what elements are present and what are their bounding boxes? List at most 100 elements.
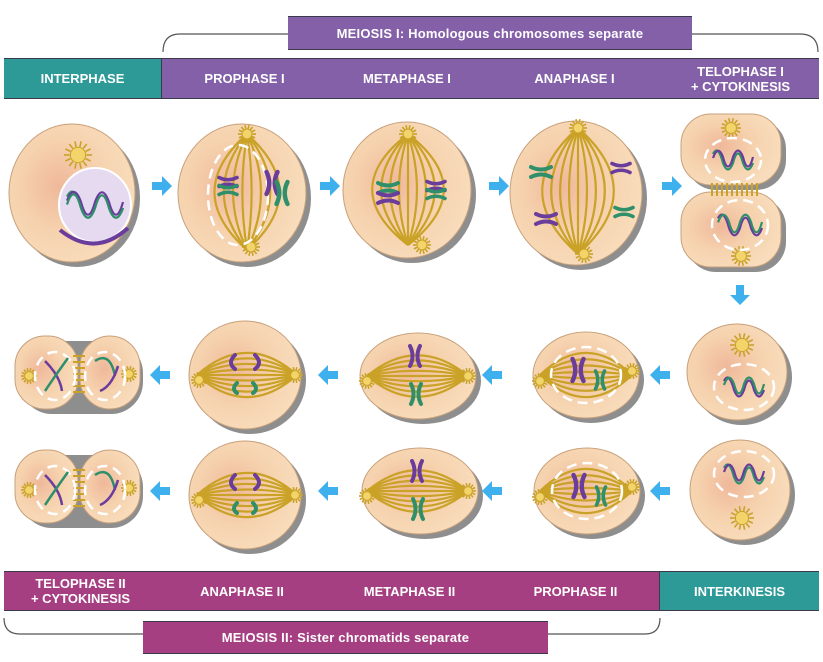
centrosome-icon	[24, 371, 34, 381]
centrosome-icon	[194, 495, 204, 505]
centrosome-icon	[734, 510, 750, 526]
meiosis-2-phase-band: TELOPHASE II + CYTOKINESIS ANAPHASE II M…	[4, 571, 819, 611]
nuclear-envelope	[549, 345, 623, 405]
arrow-left-icon	[150, 365, 170, 385]
centrosome-icon	[578, 248, 590, 260]
cell-interkinesis-top	[686, 323, 792, 425]
chromosome-purple	[534, 212, 558, 219]
centrosome-icon	[735, 250, 747, 262]
centrosome-icon	[535, 492, 545, 502]
interkinesis-cell-top-membrane	[686, 323, 788, 421]
daughter-cell-left	[14, 335, 79, 410]
centrosome-icon	[290, 370, 300, 380]
centrosome-icon	[245, 241, 257, 253]
chromosome-green	[217, 183, 239, 190]
chromosome-purple	[217, 175, 239, 182]
phase-label-telophase-1: TELOPHASE I + CYTOKINESIS	[662, 59, 819, 98]
prophase-2-cell-top-membrane	[532, 331, 640, 419]
cell-interphase	[8, 123, 140, 267]
phase-label-prophase-2: PROPHASE II	[492, 572, 660, 610]
chromosome-purple	[610, 161, 632, 168]
cell-telophase-2-bottom	[14, 449, 143, 528]
chromosome-green	[613, 205, 635, 212]
chromosome-purple	[425, 179, 447, 186]
chromosome-green	[425, 187, 447, 194]
centrosome-icon	[572, 122, 584, 134]
chromosome-green	[409, 382, 416, 406]
meiosis-2-bracket	[3, 617, 661, 635]
nuclear-envelope	[550, 461, 624, 521]
cell-telophase-1	[680, 113, 786, 272]
chromosome-green	[232, 501, 239, 515]
arrow-left-icon	[150, 481, 170, 501]
chromosome-green	[594, 485, 601, 507]
cell-telophase-2-top	[14, 335, 143, 414]
chromosome-green	[274, 179, 282, 207]
cell-anaphase-2-top	[188, 320, 306, 434]
chromosome-purple	[264, 169, 272, 197]
centrosome-icon	[362, 491, 372, 501]
interkinesis-cell-bottom-membrane	[689, 439, 791, 541]
centrosome-icon	[627, 482, 637, 492]
cell-interkinesis-bottom	[689, 439, 795, 545]
nuclear-envelope	[712, 362, 776, 412]
arrow-left-icon	[482, 365, 502, 385]
chromosome-purple	[571, 472, 579, 500]
arrow-left-icon	[318, 365, 338, 385]
centrosome-icon	[402, 128, 414, 140]
phase-label-interkinesis: INTERKINESIS	[660, 572, 819, 610]
arrow-left-icon	[318, 481, 338, 501]
arrow-left-icon	[482, 481, 502, 501]
arrow-right-icon	[320, 176, 340, 196]
centrosome-icon	[241, 128, 253, 140]
nuclear-envelope	[83, 350, 127, 402]
cell-anaphase-1	[509, 119, 647, 270]
prophase-2-cell-bottom-membrane	[533, 447, 641, 535]
centrosome-icon	[627, 366, 637, 376]
cell-metaphase-2-top	[359, 332, 481, 424]
nuclear-envelope	[712, 449, 776, 499]
meiosis-2-title: MEIOSIS II: Sister chromatids separate	[143, 621, 548, 654]
centrosome-icon	[725, 122, 737, 134]
cell-metaphase-1	[342, 121, 476, 263]
centrosome-icon	[290, 490, 300, 500]
nuclear-envelope	[710, 198, 770, 252]
chromosome-purple	[229, 353, 237, 371]
cell-prophase-2-bottom	[532, 447, 645, 539]
chromosome-purple	[570, 356, 578, 384]
arrow-right-icon	[662, 176, 682, 196]
chromosome-green	[593, 369, 600, 391]
centrosome-icon	[69, 146, 87, 164]
centrosome-icon	[194, 375, 204, 385]
phase-label-interphase: INTERPHASE	[4, 59, 162, 98]
centrosome-icon	[463, 371, 473, 381]
chromosome-green	[232, 381, 239, 395]
centrosome-icon	[734, 337, 750, 353]
nuclear-envelope	[33, 464, 77, 516]
cell-prophase-1	[177, 123, 311, 267]
daughter-cell-right	[79, 335, 141, 410]
arrow-down-icon	[730, 285, 750, 305]
arrow-right-icon	[489, 176, 509, 196]
arrow-right-icon	[152, 176, 172, 196]
phase-label-anaphase-2: ANAPHASE II	[157, 572, 327, 610]
phase-label-metaphase-2: METAPHASE II	[327, 572, 492, 610]
phase-label-anaphase-1: ANAPHASE I	[487, 59, 662, 98]
centrosome-icon	[535, 376, 545, 386]
arrow-left-icon	[650, 365, 670, 385]
chromosome-green	[529, 165, 553, 172]
centrosome-icon	[24, 485, 34, 495]
phase-label-metaphase-1: METAPHASE I	[327, 59, 487, 98]
cell-prophase-2-top	[532, 331, 644, 423]
meiosis-1-bracket	[162, 33, 819, 53]
chromosome-purple	[229, 473, 237, 491]
chromosome-purple	[408, 344, 415, 368]
centrosome-icon	[463, 486, 473, 496]
meiosis-1-phase-band: INTERPHASE PROPHASE I METAPHASE I ANAPHA…	[4, 58, 819, 99]
chromosome-purple	[410, 459, 417, 483]
daughter-cell-left	[14, 449, 79, 524]
nuclear-envelope	[33, 350, 77, 402]
nuclear-envelope	[83, 464, 127, 516]
arrow-left-icon	[650, 481, 670, 501]
